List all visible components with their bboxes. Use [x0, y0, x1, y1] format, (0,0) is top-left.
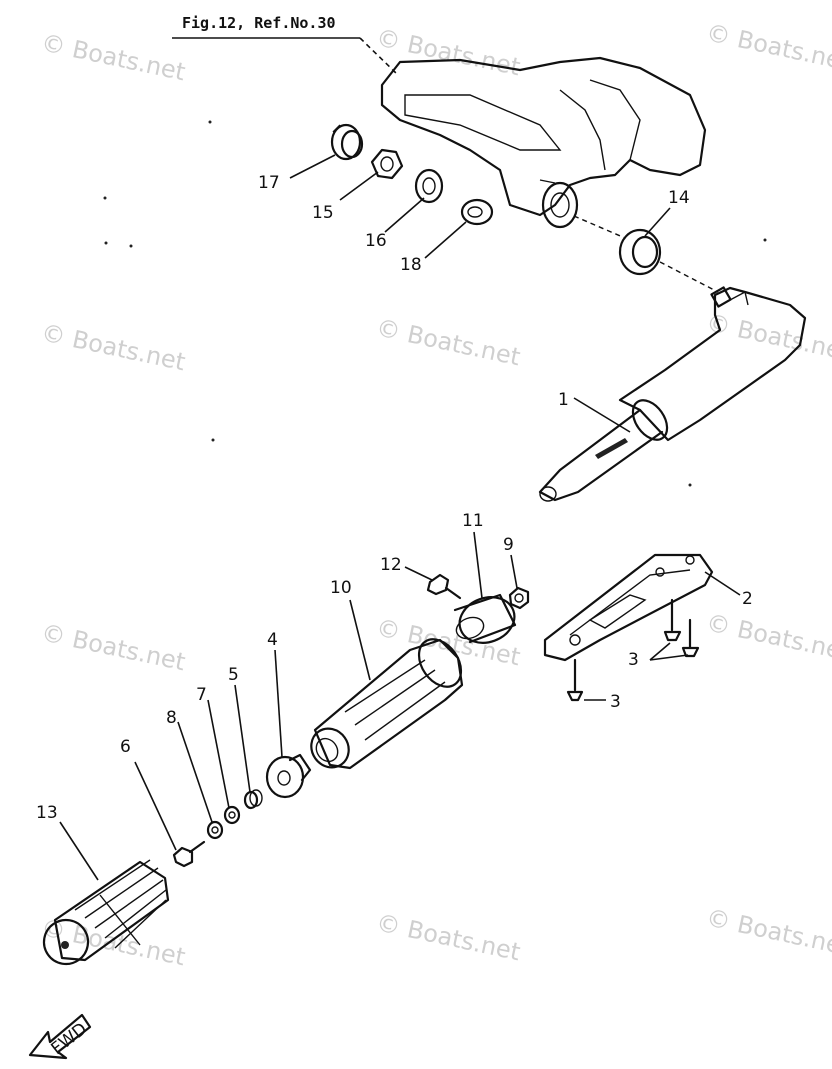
bushing-17 [330, 123, 364, 161]
callout-9: 9 [503, 535, 514, 555]
bracket-housing [380, 56, 707, 229]
callout-4: 4 [267, 630, 278, 650]
watermark: © Boats.net [704, 608, 832, 666]
watermark: © Boats.net [704, 903, 832, 961]
watermark: © Boats.net [39, 618, 188, 676]
throttle-shaft-10 [310, 638, 464, 770]
watermark: © Boats.net [374, 23, 523, 81]
watermark: © Boats.net [39, 318, 188, 376]
watermark: © Boats.net [704, 308, 832, 366]
spring-5 [243, 789, 263, 810]
fwd-arrow: FWD [28, 1013, 92, 1059]
collar-11 [453, 593, 517, 644]
leader-lines [59, 154, 741, 881]
figure-reference: Fig.12, Ref.No.30 [172, 14, 399, 76]
callout-15: 15 [312, 203, 334, 223]
callout-7: 7 [196, 685, 207, 705]
washer-8 [206, 820, 224, 840]
nut-9 [508, 586, 530, 610]
callout-13: 13 [36, 803, 58, 823]
callout-8: 8 [166, 708, 177, 728]
callout-5: 5 [228, 665, 239, 685]
scan-specks [103, 120, 767, 487]
callouts: 1 2 3 3 4 5 6 7 8 9 10 11 12 13 14 15 16… [36, 173, 753, 823]
watermarks: © Boats.net © Boats.net © Boats.net © Bo… [39, 18, 832, 971]
callout-6: 6 [120, 737, 131, 757]
nut-15 [370, 148, 404, 180]
callout-1: 1 [558, 390, 569, 410]
callout-2: 2 [742, 589, 753, 609]
watermark: © Boats.net [704, 18, 832, 76]
steering-handle-1 [538, 286, 807, 502]
screw-6 [172, 840, 206, 868]
washer-16 [414, 168, 444, 204]
callout-17: 17 [258, 173, 280, 193]
callout-11: 11 [462, 511, 484, 531]
callout-16: 16 [365, 231, 387, 251]
figure-reference-text: Fig.12, Ref.No.30 [182, 14, 336, 32]
callout-14: 14 [668, 188, 690, 208]
watermark: © Boats.net [374, 908, 523, 966]
screws-3 [566, 598, 700, 702]
grip-13 [42, 859, 170, 966]
callout-10: 10 [330, 578, 352, 598]
watermark: © Boats.net [39, 28, 188, 86]
bolt-12 [426, 573, 462, 600]
callout-12: 12 [380, 555, 402, 575]
washer-7 [223, 805, 241, 825]
callout-3: 3 [610, 692, 621, 712]
bushing-14 [573, 215, 719, 293]
washer-18 [460, 198, 494, 226]
throttle-guide-2 [543, 553, 714, 662]
callout-18: 18 [400, 255, 422, 275]
cap-4 [265, 753, 312, 799]
watermark: © Boats.net [374, 313, 523, 371]
callout-3: 3 [628, 650, 639, 670]
